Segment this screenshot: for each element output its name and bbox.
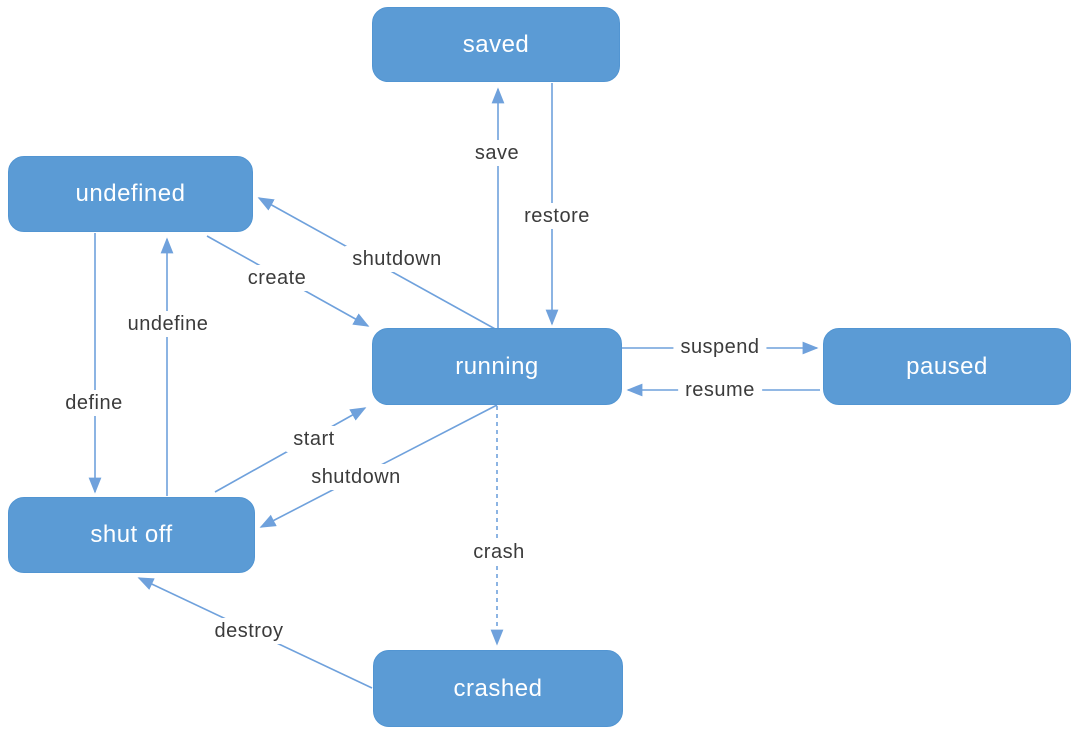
node-crashed: crashed [373,650,623,727]
edge-label-suspend: suspend [673,334,767,360]
edge-label-define: define [58,390,130,416]
edge-label-resume: resume [678,377,762,403]
node-paused: paused [823,328,1071,405]
edge-label-undefine: undefine [120,311,216,337]
edge-label-shutdown-to-undefined: shutdown [345,246,449,272]
node-running: running [372,328,622,405]
edge-label-crash: crash [466,539,532,565]
node-shut-off: shut off [8,497,255,573]
edge-label-destroy: destroy [207,618,291,644]
edge-label-shutdown-to-shutoff: shutdown [304,464,408,490]
edge-label-restore: restore [517,203,597,229]
node-undefined: undefined [8,156,253,232]
edge-label-create: create [240,265,314,291]
node-saved: saved [372,7,620,82]
edge-label-save: save [467,140,527,166]
edge-label-start: start [286,426,342,452]
